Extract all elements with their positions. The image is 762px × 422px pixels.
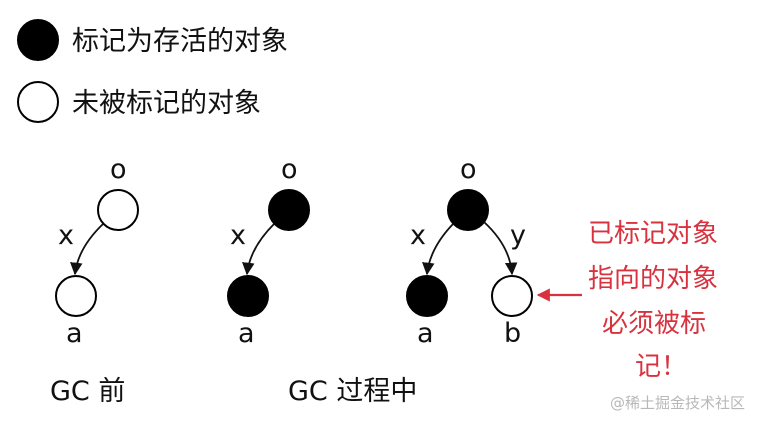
graph-third: o x y a b — [406, 154, 533, 349]
legend-marked-label: 标记为存活的对象 — [72, 26, 288, 57]
edge-label-y: y — [510, 220, 526, 251]
root-label: o — [110, 154, 127, 185]
legend-unmarked-circle — [17, 81, 59, 123]
graph-before-gc: o x a GC 前 — [50, 154, 139, 407]
edge-label: x — [58, 220, 74, 251]
edge-x — [70, 223, 104, 276]
child-label-a: a — [417, 318, 434, 349]
child-label: a — [66, 318, 83, 349]
edge-label-x: x — [410, 220, 426, 251]
graph-during-gc: o x a GC 过程中 — [227, 154, 417, 407]
root-node — [268, 189, 310, 231]
caption-before: GC 前 — [50, 376, 125, 407]
edge-label: x — [230, 220, 246, 251]
watermark: @稀土掘金技术社区 — [610, 394, 745, 412]
legend-unmarked-label: 未被标记的对象 — [72, 88, 261, 119]
root-node — [97, 189, 139, 231]
child-node — [227, 275, 269, 317]
annotation-line-4: 记！ — [635, 352, 687, 382]
root-label: o — [460, 154, 477, 185]
child-label: a — [238, 318, 255, 349]
child-node-a — [406, 275, 448, 317]
child-node — [55, 275, 97, 317]
annotation-line-3: 必须被标 — [602, 309, 706, 339]
edge-y — [483, 221, 518, 276]
edge-x — [422, 223, 454, 276]
caption-during: GC 过程中 — [288, 376, 417, 407]
edge-x — [242, 223, 275, 276]
child-node-b — [491, 275, 533, 317]
root-node — [447, 189, 489, 231]
annotation-line-2: 指向的对象 — [588, 264, 718, 294]
child-label-b: b — [504, 318, 521, 349]
legend-marked-circle — [17, 19, 59, 61]
root-label: o — [281, 154, 298, 185]
annotation-line-1: 已标记对象 — [588, 219, 718, 249]
